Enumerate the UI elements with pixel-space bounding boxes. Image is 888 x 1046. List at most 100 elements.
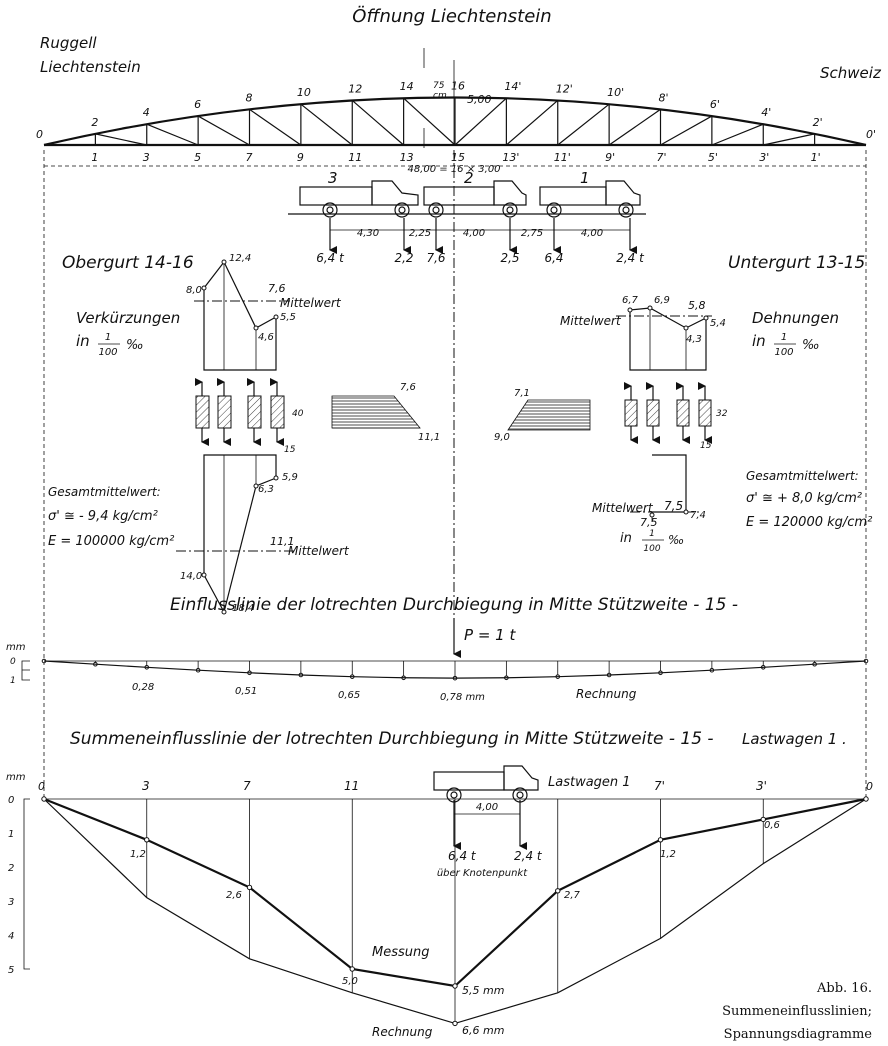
obergurt-mittelwert-top: Mittelwert xyxy=(280,296,342,310)
obergurt-panel: Obergurt 14-16 Verkürzungen in 1 100 ‰ 8… xyxy=(48,253,440,615)
summe-unit: mm xyxy=(6,772,26,783)
obergurt-unit: ‰ xyxy=(126,338,144,353)
truss-node-bottom-label: 15 xyxy=(451,151,465,164)
untergurt-hatch-val-1: 7,1 xyxy=(514,388,530,399)
obergurt-title: Obergurt 14-16 xyxy=(62,253,194,273)
side-label-schweiz: Schweiz xyxy=(820,64,882,82)
stress-point xyxy=(221,259,227,265)
offset-unit: cm xyxy=(433,91,447,101)
axle-load-4: 2,5 xyxy=(500,251,519,265)
obergurt-hatch-val-1: 7,6 xyxy=(400,382,416,393)
obergurt-frac-den: 100 xyxy=(98,347,117,358)
untergurt-bval-2: 7,5 xyxy=(664,499,683,513)
stress-point xyxy=(253,483,259,489)
truss-node-top-label: 8 xyxy=(246,91,253,104)
truck-distance-2: 2,25 xyxy=(409,228,431,239)
summe-node-3: 3 xyxy=(142,779,150,793)
untergurt-bfrac-den: 100 xyxy=(643,544,660,554)
cross-section-block xyxy=(195,395,210,429)
caption-line-3: Spannungsdiagramme xyxy=(724,1027,873,1042)
obergurt-bval-5: 18,4 xyxy=(232,603,254,614)
summe-meas-4: 5,5 mm xyxy=(462,984,504,997)
caption-figure-number: Abb. 16. xyxy=(816,981,872,996)
obergurt-cross-section: 40 15 xyxy=(195,378,304,455)
untergurt-val-2: 6,9 xyxy=(654,295,670,306)
summe-measured-point xyxy=(452,983,458,989)
summe-tick: 2 xyxy=(8,863,14,874)
stress-point xyxy=(273,314,279,320)
truss-node-top-label: 6' xyxy=(710,98,720,111)
obergurt-top-stress-area xyxy=(203,260,277,371)
stress-point xyxy=(201,285,207,291)
truss-node-top-label: 14' xyxy=(504,80,521,93)
truss-top-node-labels: 2 4 6 8 10 12 14 16 14' 12' 10' 8' 6' 4'… xyxy=(91,80,822,129)
stress-point xyxy=(273,475,279,481)
offset-label: 75 xyxy=(433,81,445,91)
untergurt-bval-1: 7,5 xyxy=(640,516,658,529)
title: Öffnung Liechtenstein xyxy=(352,5,551,27)
stress-point xyxy=(201,572,207,578)
influence-title: Einflusslinie der lotrechten Durchbiegun… xyxy=(170,595,738,615)
truss-bridge: 2 4 6 8 10 12 14 16 14' 12' 10' 8' 6' 4'… xyxy=(36,48,876,800)
truss-node-top-label: 12' xyxy=(556,82,573,95)
obergurt-val-5: 4,6 xyxy=(258,332,274,343)
axle-load-1: 6,4 t xyxy=(316,251,345,265)
obergurt-subtitle: Verkürzungen xyxy=(76,309,180,327)
truck-distance-5: 4,00 xyxy=(581,228,603,239)
truss-diagonal xyxy=(197,115,250,146)
summe-measured-point xyxy=(555,888,561,894)
truss-diagonal xyxy=(95,133,147,146)
untergurt-cross-section: 32 15 xyxy=(624,382,728,451)
summe-axle-load-2: 2,4 t xyxy=(514,849,543,863)
untergurt-E: E = 120000 kg/cm² xyxy=(746,515,872,530)
summe-measured-point xyxy=(760,816,766,823)
summe-node-7: 7 xyxy=(243,779,251,793)
side-label-liechtenstein: Liechtenstein xyxy=(40,58,141,76)
summe-meas-1: 1,2 xyxy=(130,849,146,860)
truck-group: 3 2 1 6,4 t 2,2 7,6 2,5 6,4 2,4 t 4,30 2… xyxy=(288,169,646,265)
untergurt-val-4: 4,3 xyxy=(686,334,702,345)
truss-node-bottom-label: 5' xyxy=(708,151,718,164)
truss-node-top-label: 6 xyxy=(194,98,201,111)
obergurt-val-4: 5,5 xyxy=(280,312,296,323)
cross-section-block xyxy=(270,395,285,429)
summe-axis-line xyxy=(23,798,30,970)
truss-node-bottom-label: 1 xyxy=(91,151,98,164)
obergurt-section-height: 40 xyxy=(292,409,304,419)
influence-val-1: 0,28 xyxy=(132,682,154,693)
stress-point xyxy=(683,509,689,515)
truss-node-top-label: 4' xyxy=(761,106,771,119)
summe-truck-ref: Lastwagen 1 . xyxy=(742,730,847,748)
truss-web-members xyxy=(44,97,866,146)
summe-truck xyxy=(433,765,539,803)
truck-2: 2 xyxy=(423,169,527,218)
summe-node-3p: 3' xyxy=(756,779,767,793)
influence-tick-0: 0 xyxy=(10,657,16,667)
summe-node-7p: 7' xyxy=(654,779,665,793)
summe-measured-point xyxy=(349,966,355,972)
summe-chart: Summeneinflusslinie der lotrechten Durch… xyxy=(6,729,873,1039)
obergurt-E: E = 100000 kg/cm² xyxy=(48,534,174,549)
truss-diagonal xyxy=(351,100,405,146)
cross-section-block xyxy=(698,399,712,427)
obergurt-prefix: in xyxy=(76,332,90,350)
influence-val-4: 0,78 mm xyxy=(440,692,485,703)
truss-diagonal xyxy=(505,100,559,146)
truss-node-top-label: 2' xyxy=(813,116,823,129)
summe-axle-load-1: 6,4 t xyxy=(448,849,477,863)
summe-meas-3: 5,0 xyxy=(342,976,358,987)
summe-measured-label: Messung xyxy=(372,945,430,960)
height-label: 5,00 xyxy=(467,93,492,106)
untergurt-val-3: 5,8 xyxy=(688,299,706,312)
summe-ordinates xyxy=(146,799,764,1024)
stress-point xyxy=(627,307,633,313)
cross-section-block xyxy=(217,395,232,429)
untergurt-mittelwert-top: Mittelwert xyxy=(560,314,622,328)
axle-load-2: 2,2 xyxy=(394,251,413,265)
untergurt-section-width: 15 xyxy=(700,441,712,451)
truck-distance-1: 4,30 xyxy=(357,228,379,239)
obergurt-bval-3: 11,1 xyxy=(270,535,295,548)
influence-load: P = 1 t xyxy=(464,626,516,644)
truss-diagonal xyxy=(557,103,610,146)
summe-tick: 0 xyxy=(8,795,14,806)
